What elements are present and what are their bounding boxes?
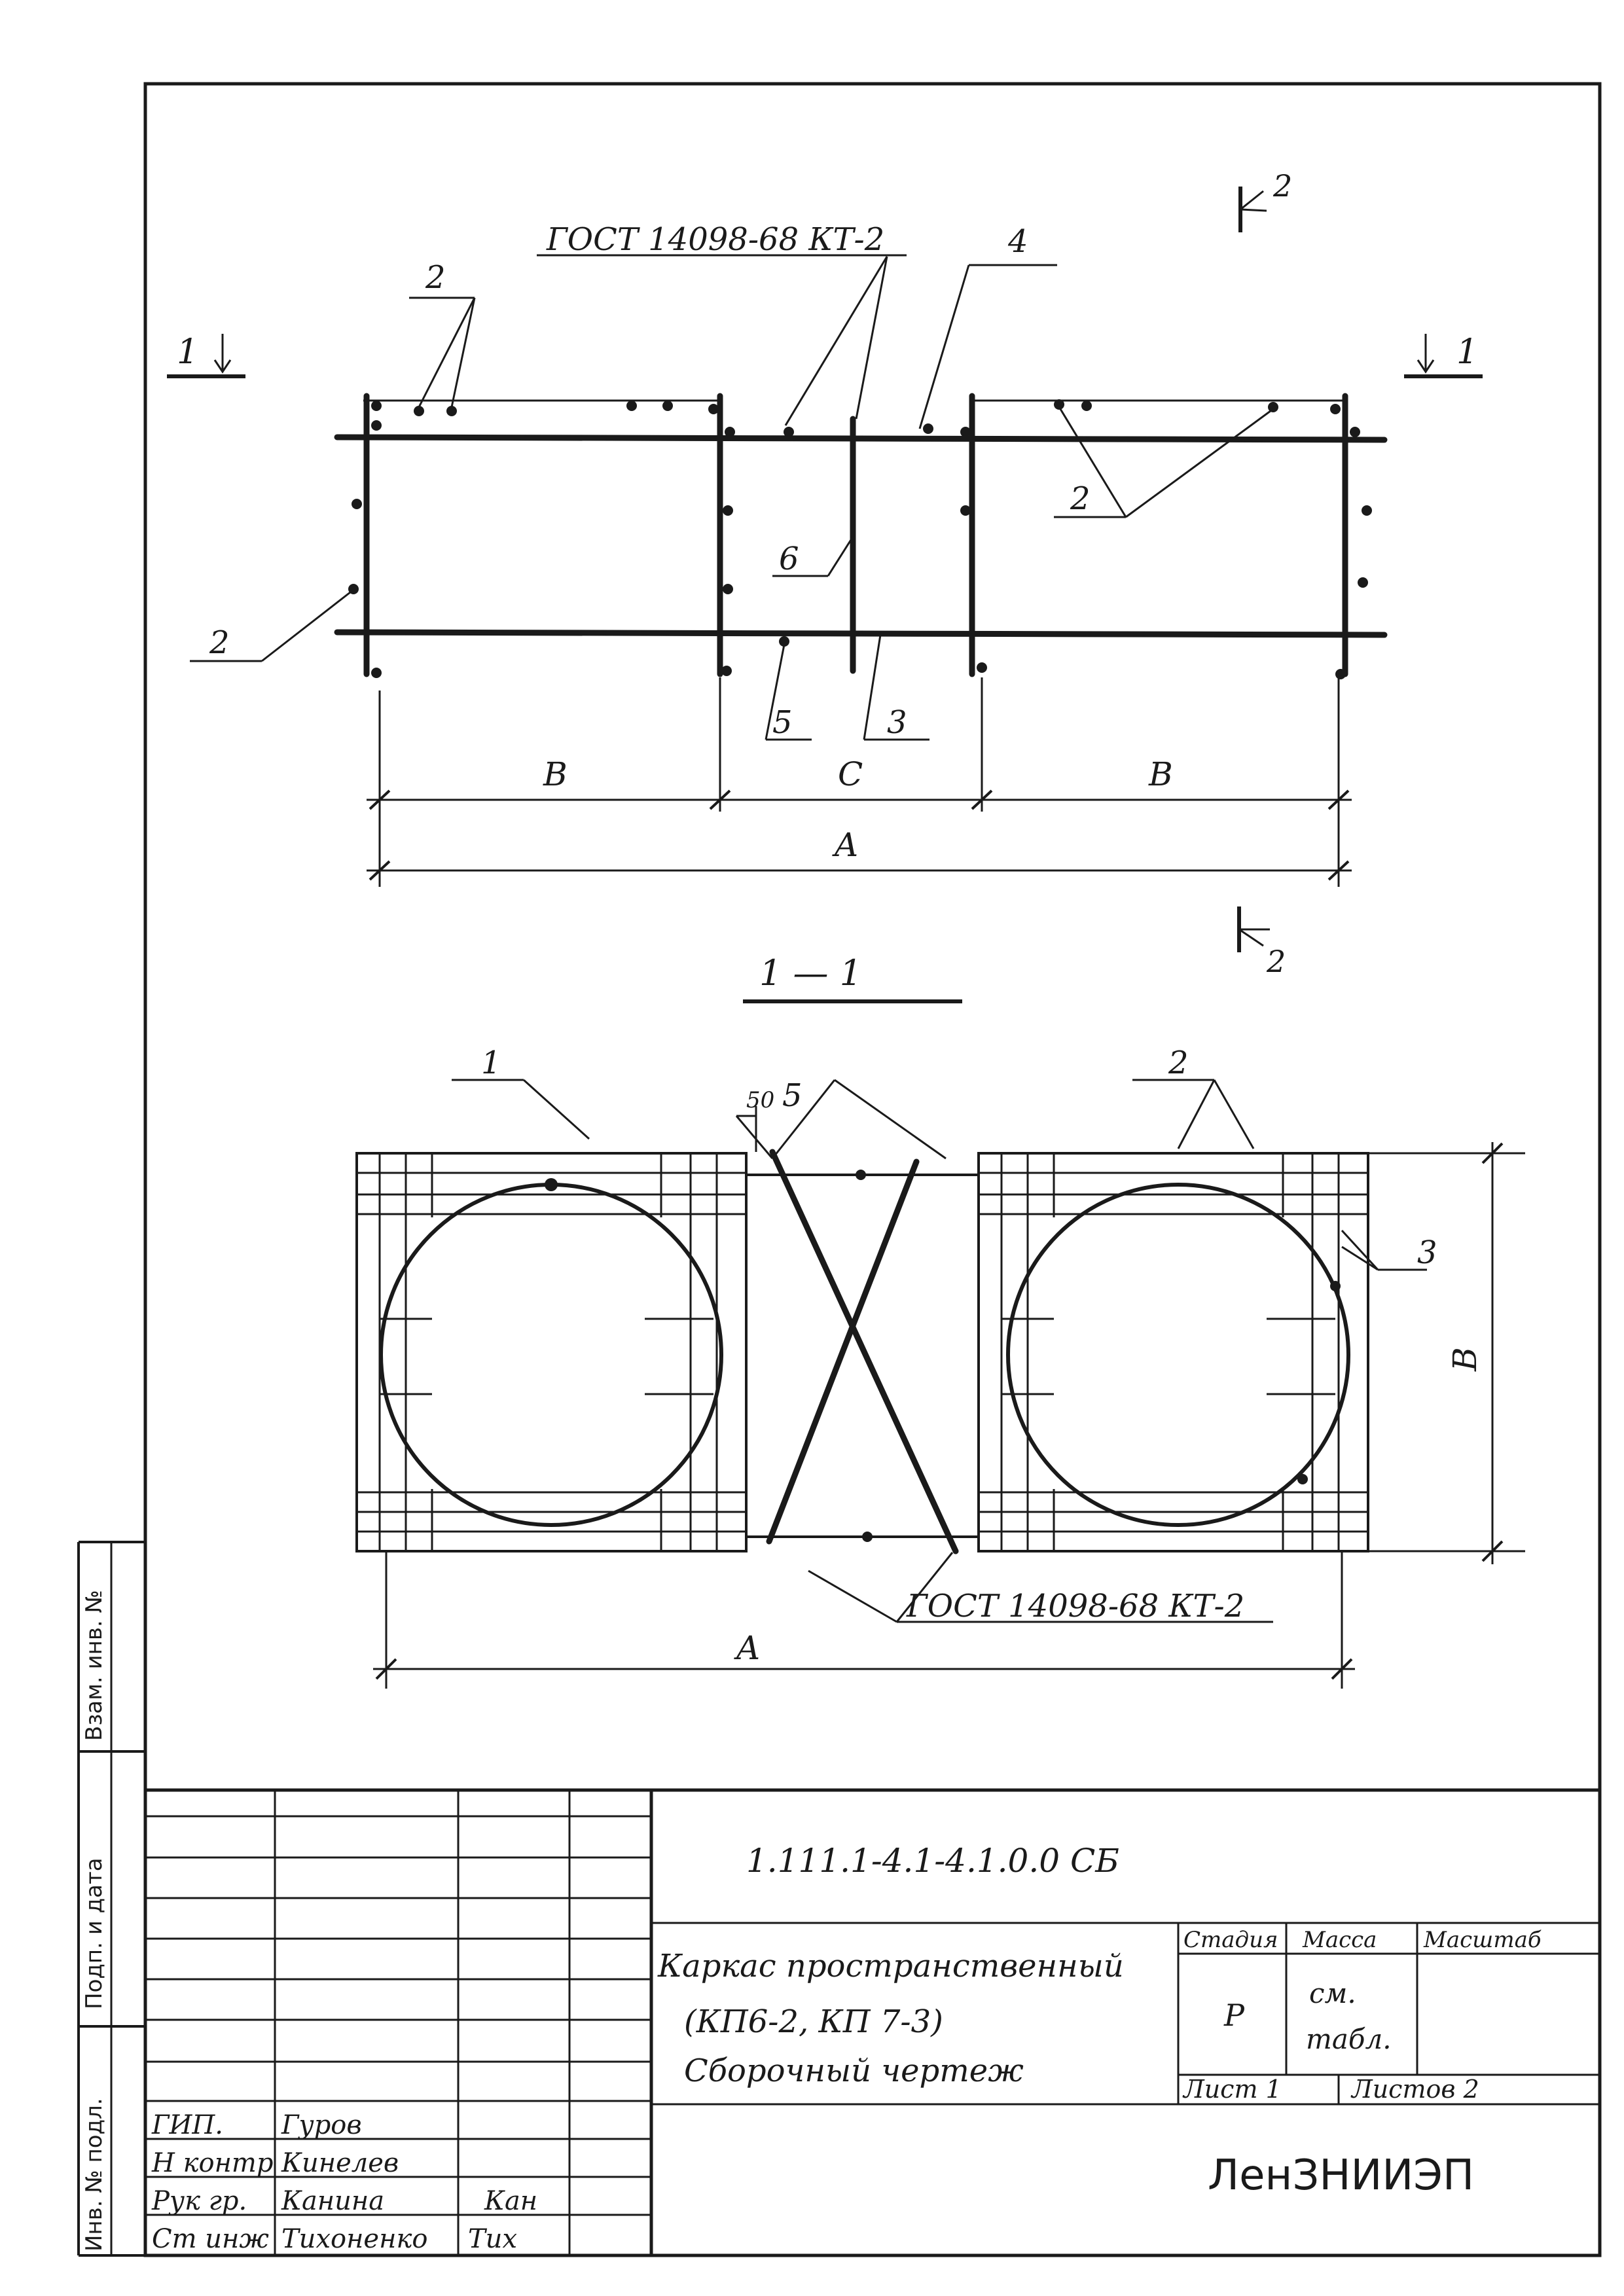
svg-text:Ст инж: Ст инж <box>152 2224 269 2254</box>
callout-50: 50 <box>746 1087 774 1113</box>
dim-a-section: A <box>734 1629 760 1667</box>
svg-text:Гуров: Гуров <box>281 2110 362 2140</box>
mass-value-2: табл. <box>1306 2023 1392 2055</box>
svg-text:Канина: Канина <box>281 2186 384 2216</box>
svg-text:1: 1 <box>1456 332 1478 372</box>
callout-2-right: 2 <box>1070 480 1091 517</box>
stamp-inv-podl: Инв. № подл. <box>81 2098 107 2251</box>
dim-b-section: B <box>1446 1347 1484 1372</box>
stamp-vzam-inv: Взам. инв. № <box>81 1590 107 1741</box>
top-rod-upper <box>334 434 1388 443</box>
section-gost-label: ГОСТ 14098-68 КТ-2 <box>906 1588 1244 1624</box>
signer-row: Рук гр. Канина Кан <box>151 2186 537 2216</box>
section-mark-right: 1 <box>1404 332 1483 378</box>
callout-6: 6 <box>779 541 799 577</box>
title-line-1: Каркас пространственный <box>657 1948 1124 1984</box>
svg-text:2: 2 <box>1266 944 1286 979</box>
signer-row: ГИП. Гуров <box>151 2110 362 2140</box>
section-mark-left: 1 <box>167 332 245 378</box>
top-rod-lower <box>334 629 1388 638</box>
top-view: ГОСТ 14098-68 КТ-2 2 4 2 6 2 5 3 1 1 2 <box>167 168 1483 979</box>
organization: ЛенЗНИИЭП <box>1208 2151 1474 2200</box>
stage-header: Стадия <box>1183 1927 1278 1953</box>
dim-b-right: B <box>1148 755 1173 793</box>
svg-text:Кинелев: Кинелев <box>281 2148 399 2178</box>
sheets-label: Листов 2 <box>1350 2075 1479 2104</box>
stamp-podp-data: Подп. и дата <box>81 1857 107 2009</box>
svg-text:1: 1 <box>177 332 198 372</box>
section-view: 1 — 1 <box>355 952 1525 1689</box>
stage-value: Р <box>1223 1998 1245 2033</box>
callout-3: 3 <box>887 704 907 741</box>
callout-1: 1 <box>481 1045 501 1081</box>
title-line-2: (КП6-2, КП 7-3) <box>684 2003 943 2040</box>
svg-text:Тихоненко: Тихоненко <box>281 2224 427 2254</box>
top-dimensions: B C B A <box>367 677 1352 887</box>
cross-brace <box>746 1149 979 1554</box>
scale-header: Масштаб <box>1423 1927 1542 1953</box>
callout-5-section: 5 <box>782 1077 803 1114</box>
drawing-frame <box>77 82 1602 2257</box>
doc-code: 1.111.1-4.1-4.1.0.0 СБ <box>746 1842 1119 1880</box>
section-title: 1 — 1 <box>759 952 862 994</box>
callout-2-top: 2 <box>425 259 446 296</box>
signer-row: Н контр Кинелев <box>151 2148 399 2178</box>
mass-value-1: см. <box>1309 1977 1356 2009</box>
signer-row: Ст инж Тихоненко Тих <box>152 2224 517 2254</box>
callout-2-left: 2 <box>209 624 230 661</box>
svg-text:ГИП.: ГИП. <box>151 2110 223 2140</box>
signature: Кан <box>484 2186 537 2216</box>
section-dimensions: B A <box>373 1142 1525 1689</box>
dim-b-left: B <box>543 755 568 793</box>
left-mesh <box>355 1152 748 1552</box>
callout-4: 4 <box>1007 223 1028 260</box>
callout-3-section: 3 <box>1417 1234 1437 1271</box>
dim-a: A <box>832 826 858 864</box>
callout-2-section: 2 <box>1168 1045 1189 1081</box>
sheet-label: Лист 1 <box>1182 2075 1282 2104</box>
top-gost-label: ГОСТ 14098-68 КТ-2 <box>546 221 884 258</box>
side-stamp: Взам. инв. № Подп. и дата Инв. № подл. <box>81 1590 107 2251</box>
view-mark-top: 2 <box>1238 168 1292 232</box>
signature: Тих <box>468 2224 517 2254</box>
view-mark-bottom: 2 <box>1237 906 1286 979</box>
title-block: 1.111.1-4.1-4.1.0.0 СБ Каркас пространст… <box>145 1788 1600 2255</box>
callout-5: 5 <box>772 704 793 741</box>
svg-text:2: 2 <box>1272 168 1292 204</box>
svg-text:Н контр: Н контр <box>151 2148 273 2178</box>
title-line-3: Сборочный чертеж <box>684 2053 1024 2089</box>
mass-header: Масса <box>1302 1927 1377 1953</box>
svg-text:Рук гр.: Рук гр. <box>151 2186 247 2216</box>
dim-c: C <box>838 755 863 793</box>
right-mesh <box>977 1152 1369 1552</box>
